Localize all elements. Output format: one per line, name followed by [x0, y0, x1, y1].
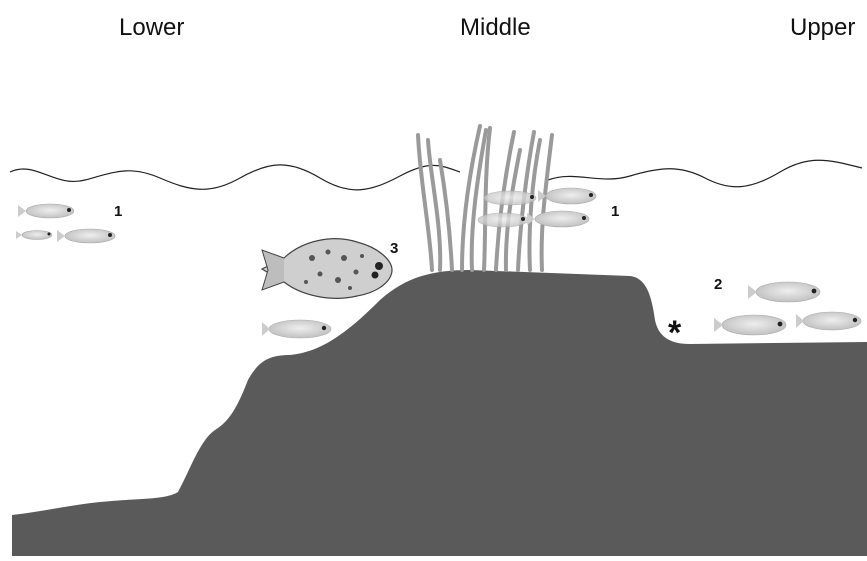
juvenile-fish	[16, 231, 52, 240]
marsh-substrate	[12, 270, 867, 556]
flounder-fish	[262, 239, 392, 299]
marker-2: 2	[714, 276, 722, 293]
water-surface-line	[10, 160, 862, 190]
marker-1-left: 1	[114, 203, 122, 220]
fish-group-1-left	[16, 204, 115, 243]
zone-label-upper: Upper	[790, 14, 855, 42]
fish-group-1-center	[478, 188, 596, 227]
juvenile-fish	[478, 213, 528, 227]
juvenile-fish	[57, 229, 115, 243]
juvenile-fish	[714, 315, 786, 335]
juvenile-fish	[18, 204, 74, 218]
juvenile-fish	[748, 282, 820, 302]
marker-3: 3	[390, 240, 398, 257]
juvenile-fish	[527, 211, 589, 227]
asterisk-marker: *	[668, 316, 681, 350]
zone-label-middle: Middle	[460, 14, 531, 42]
juvenile-fish	[484, 191, 536, 205]
juvenile-fish	[262, 320, 331, 338]
juvenile-fish	[796, 312, 861, 330]
fish-group-2	[714, 282, 861, 335]
zone-label-lower: Lower	[119, 14, 184, 42]
marker-1-center: 1	[611, 203, 619, 220]
